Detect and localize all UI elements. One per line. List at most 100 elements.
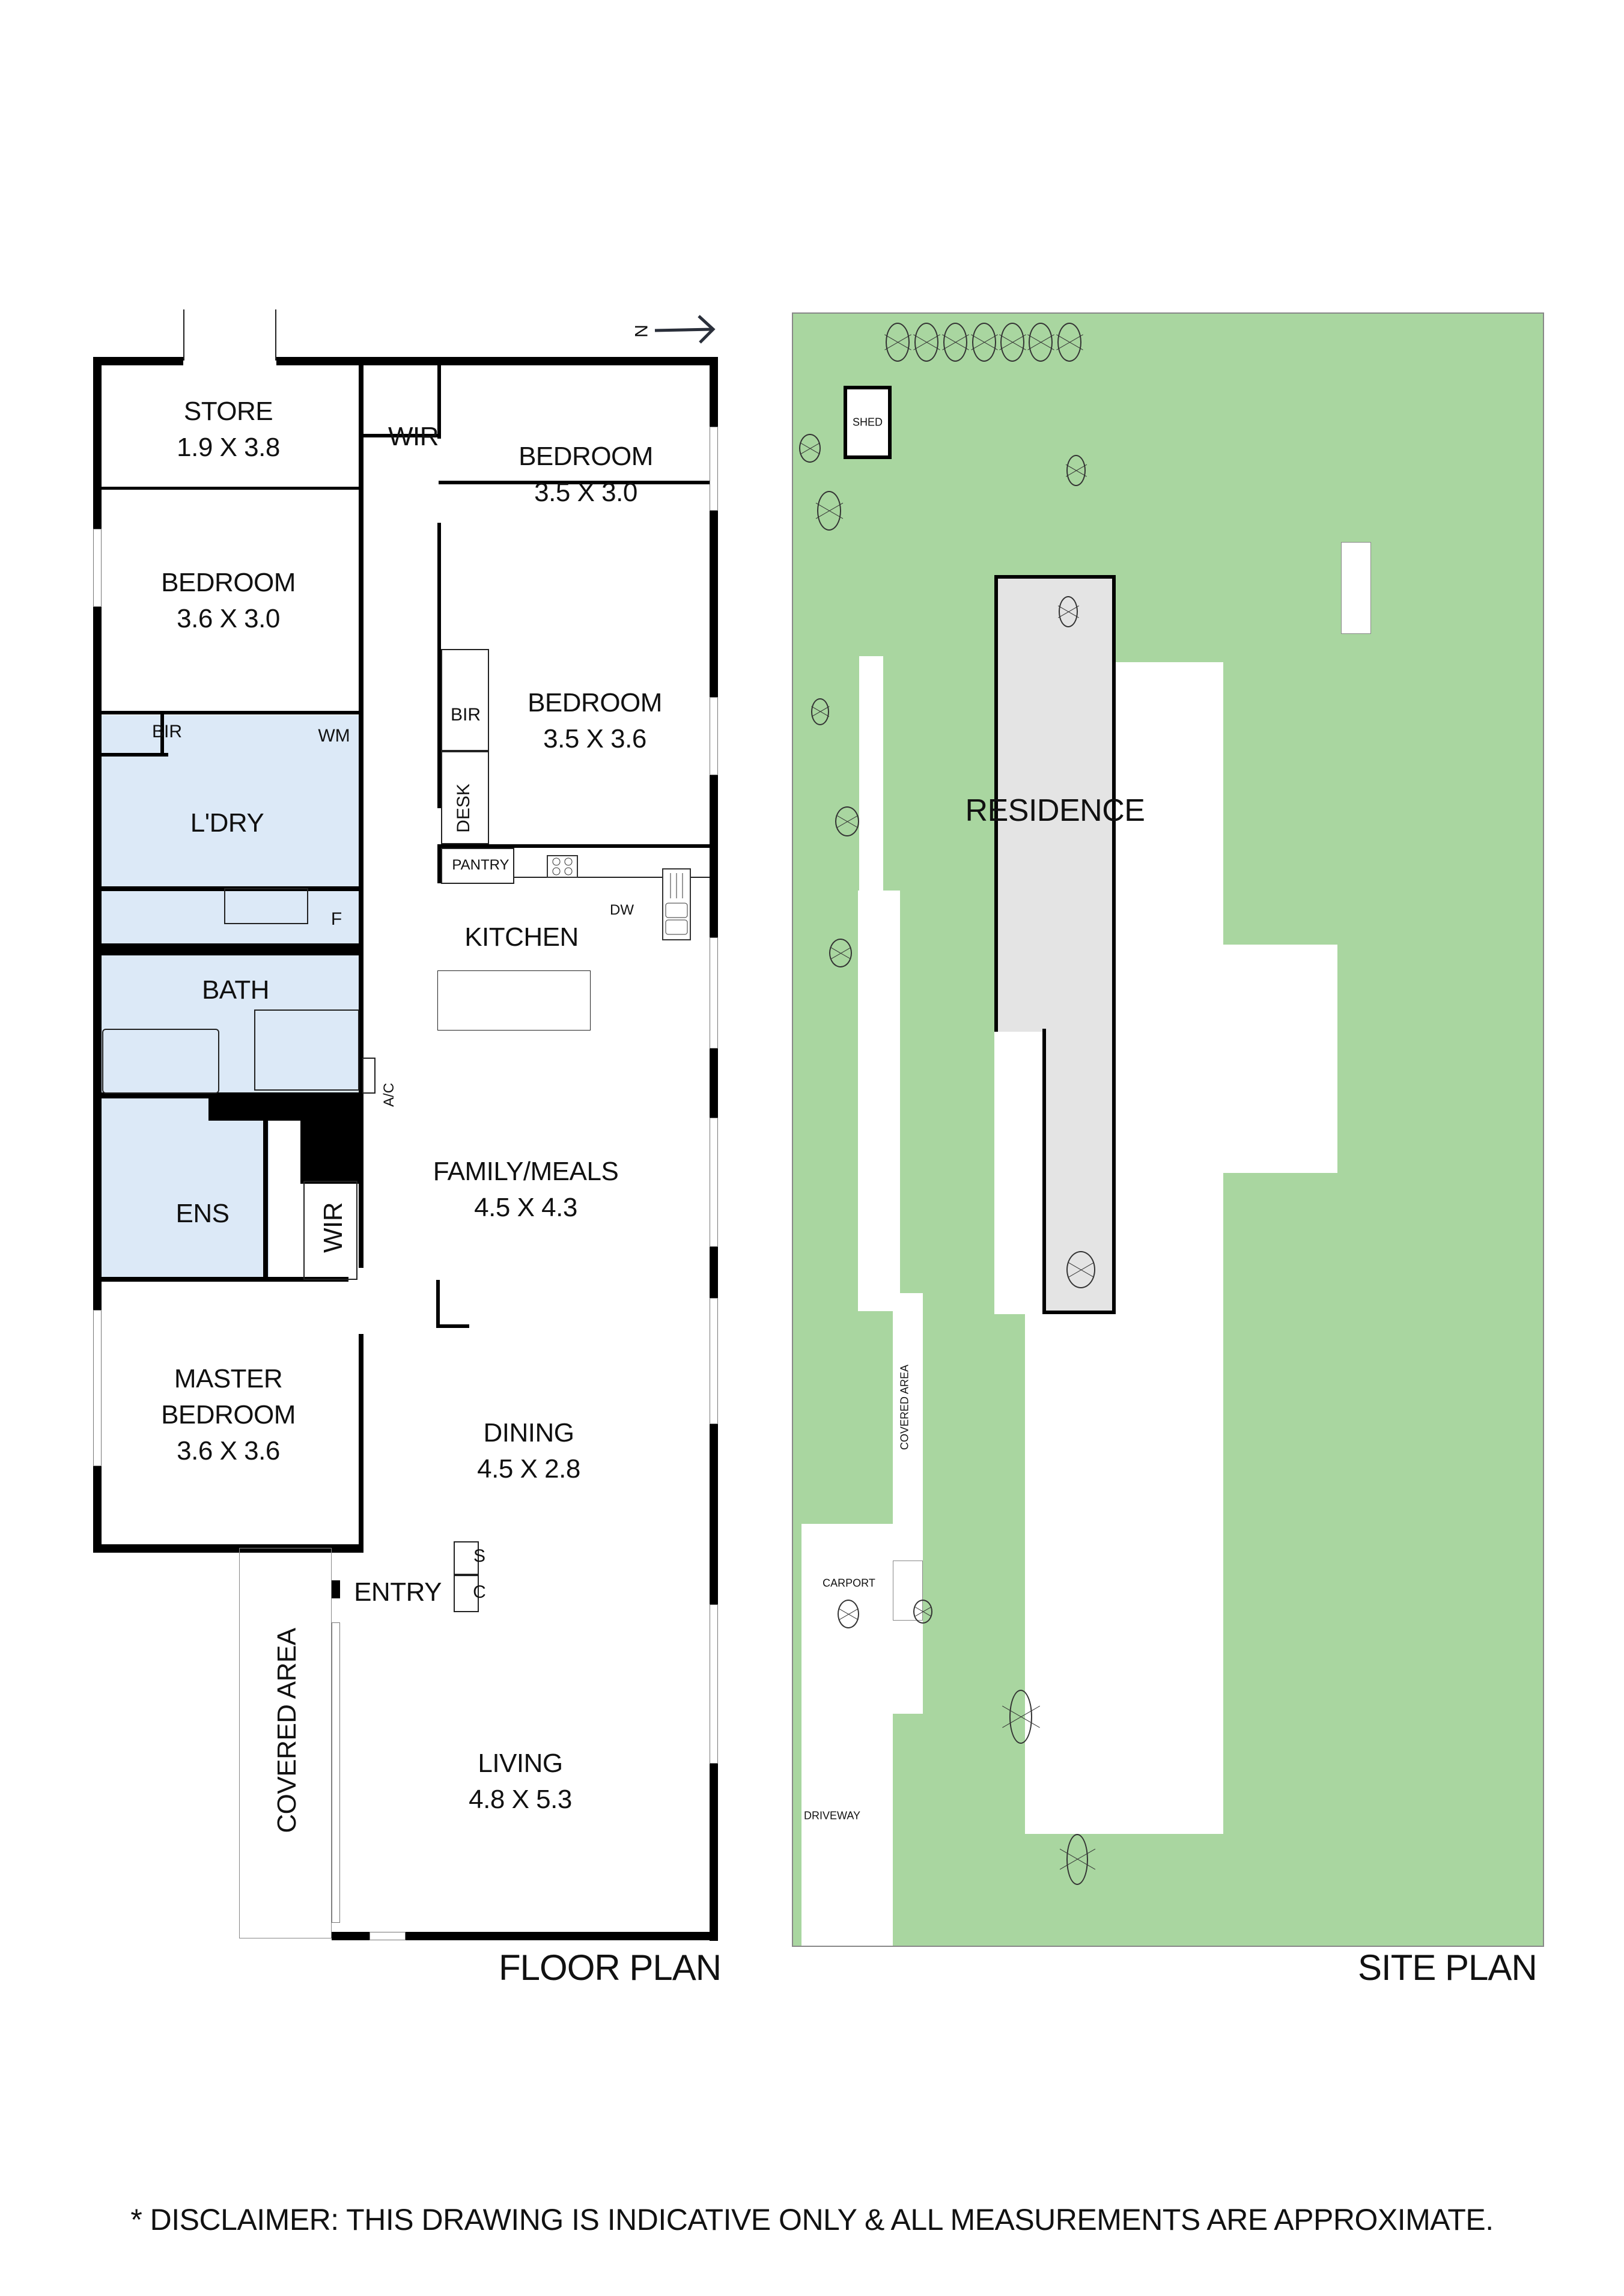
wall-store-bottom bbox=[96, 487, 360, 490]
dining-name: DINING bbox=[483, 1418, 574, 1448]
family-label: FAMILY/MEALS 4.5 X 4.3 bbox=[433, 1154, 619, 1226]
dw-label: DW bbox=[610, 902, 634, 918]
laundry-label: L'DRY bbox=[190, 808, 264, 838]
carport-driveway bbox=[801, 1524, 893, 1946]
wm-label: WM bbox=[318, 726, 350, 746]
wall-ens-bottom bbox=[96, 1277, 348, 1282]
master-wir bbox=[303, 1181, 357, 1280]
wall-wir-right bbox=[437, 361, 441, 439]
living-label: LIVING 4.8 X 5.3 bbox=[469, 1746, 572, 1818]
store-size: 1.9 X 3.8 bbox=[177, 433, 280, 462]
master-name-line1: MASTER bbox=[174, 1364, 283, 1393]
s-cupboard-label: S bbox=[473, 1546, 486, 1566]
wall-ens-block2 bbox=[300, 1094, 359, 1184]
ensuite-label: ENS bbox=[175, 1199, 230, 1228]
covered-area bbox=[239, 1548, 332, 1938]
cooktop-icon bbox=[547, 855, 578, 878]
window bbox=[710, 1604, 718, 1764]
tree-icon bbox=[835, 806, 859, 836]
tree-icon bbox=[1057, 323, 1081, 362]
kitchen-label: KITCHEN bbox=[464, 922, 579, 952]
wall-pantry-left bbox=[437, 844, 441, 883]
back-steps bbox=[1341, 542, 1371, 634]
wall-living-left bbox=[332, 1580, 340, 1598]
wall-family-l1 bbox=[436, 1280, 440, 1328]
bir-west-label: BIR bbox=[151, 722, 183, 741]
tree-icon bbox=[886, 323, 910, 362]
cupboard-c bbox=[454, 1575, 479, 1612]
window bbox=[710, 937, 718, 1049]
bir-east-label: BIR bbox=[450, 705, 481, 725]
vanity-basins bbox=[224, 888, 308, 924]
window bbox=[710, 1298, 718, 1424]
desk bbox=[441, 751, 489, 844]
sink-icon bbox=[662, 868, 691, 940]
wall-hall-left bbox=[359, 1118, 363, 1268]
north-label: N bbox=[630, 324, 651, 338]
window bbox=[332, 1622, 340, 1923]
wir-master-label: WIR bbox=[318, 1202, 348, 1253]
wir-top-label: WIR bbox=[388, 422, 439, 451]
master-label: MASTER BEDROOM 3.6 X 3.6 bbox=[161, 1361, 296, 1469]
tree-icon bbox=[817, 491, 841, 531]
carport-label: CARPORT bbox=[823, 1577, 875, 1589]
ac-label: A/C bbox=[381, 1082, 397, 1107]
tree-icon bbox=[1066, 1834, 1088, 1885]
dining-size: 4.5 X 2.8 bbox=[477, 1454, 580, 1484]
bath-area bbox=[98, 970, 362, 1097]
tree-icon bbox=[913, 1600, 932, 1624]
bedroom-nw-size: 3.6 X 3.0 bbox=[177, 604, 280, 633]
tree-icon bbox=[838, 1600, 859, 1628]
wall-top-right bbox=[276, 357, 718, 365]
site-plan-title: SITE PLAN bbox=[1358, 1947, 1537, 1988]
living-name: LIVING bbox=[478, 1749, 563, 1778]
wall-bottom bbox=[332, 1932, 718, 1940]
window bbox=[93, 1310, 102, 1466]
wall-kitchen-top bbox=[437, 844, 712, 848]
tree-icon bbox=[943, 323, 967, 362]
residence-covered bbox=[994, 1032, 1042, 1314]
tree-icon bbox=[1066, 455, 1086, 486]
window bbox=[710, 1118, 718, 1247]
residence-label: RESIDENCE bbox=[965, 793, 1145, 828]
shower-bath bbox=[254, 1009, 359, 1091]
window bbox=[370, 1932, 406, 1940]
master-size: 3.6 X 3.6 bbox=[177, 1436, 280, 1466]
residence-wall-step bbox=[1042, 1029, 1046, 1314]
living-size: 4.8 X 5.3 bbox=[469, 1785, 572, 1814]
wall-bir-top bbox=[96, 711, 360, 714]
tree-icon bbox=[1059, 596, 1078, 627]
tree-icon bbox=[1009, 1690, 1032, 1744]
tree-icon bbox=[1000, 323, 1024, 362]
master-name-line2: BEDROOM bbox=[161, 1400, 296, 1430]
toilet-area bbox=[98, 889, 362, 970]
store-door-double[interactable] bbox=[183, 309, 276, 361]
bedroom-ne-name: BEDROOM bbox=[519, 442, 653, 471]
shed bbox=[844, 386, 892, 459]
bedroom-nw-label: BEDROOM 3.6 X 3.0 bbox=[161, 565, 296, 637]
family-size: 4.5 X 4.3 bbox=[474, 1193, 577, 1222]
tree-icon bbox=[829, 939, 852, 967]
wall-top-left bbox=[93, 357, 183, 365]
wall-ens-right bbox=[263, 1121, 268, 1280]
tree-icon bbox=[972, 323, 996, 362]
wall-ac-left bbox=[360, 1040, 363, 1094]
bedroom-e-label: BEDROOM 3.5 X 3.6 bbox=[528, 685, 662, 757]
site-covered-area-label: COVERED AREA bbox=[898, 1364, 911, 1451]
floor-plan-title: FLOOR PLAN bbox=[499, 1947, 722, 1988]
tree-icon bbox=[799, 434, 821, 463]
tree-icon bbox=[914, 323, 938, 362]
family-name: FAMILY/MEALS bbox=[433, 1157, 619, 1186]
tree-icon bbox=[1029, 323, 1053, 362]
bedroom-ne-label: BEDROOM 3.5 X 3.0 bbox=[519, 439, 653, 511]
wall-family-l2 bbox=[436, 1324, 469, 1328]
window bbox=[93, 529, 102, 607]
entry-label: ENTRY bbox=[354, 1577, 442, 1607]
pantry-label: PANTRY bbox=[452, 857, 509, 873]
store-label: STORE 1.9 X 3.8 bbox=[177, 394, 280, 466]
ac-unit bbox=[362, 1058, 376, 1094]
bedroom-e-size: 3.5 X 3.6 bbox=[543, 724, 646, 754]
wall-bedroom-split bbox=[439, 481, 712, 484]
dining-label: DINING 4.5 X 2.8 bbox=[477, 1415, 580, 1487]
wall-bed-e-left bbox=[437, 523, 441, 808]
